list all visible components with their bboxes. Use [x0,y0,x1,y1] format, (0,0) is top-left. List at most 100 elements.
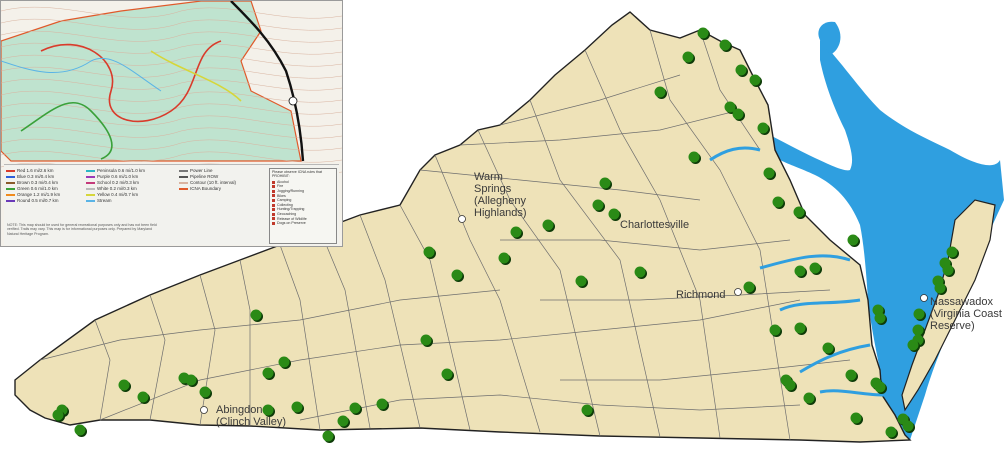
site-dot[interactable] [441,368,455,382]
site-dot[interactable] [743,281,757,295]
marker-warm-springs[interactable] [458,215,466,223]
site-dot[interactable] [874,312,888,326]
legend-swatch [86,176,95,178]
site-dot[interactable] [291,401,305,415]
legend-label: Peninsula 0.6 mi/1.0 km [97,168,146,173]
bay-inlet [818,21,841,55]
legend-label: Red 1.6 mi/2.6 km [17,168,54,173]
site-dot[interactable] [542,219,556,233]
site-dot[interactable] [912,324,926,338]
rivers [709,146,886,397]
site-dot[interactable] [794,265,808,279]
site-dot[interactable] [420,334,434,348]
site-dot[interactable] [946,246,960,260]
rules-item: Jogging/Running [272,189,334,194]
site-dot[interactable] [732,108,746,122]
county-lines [39,29,851,441]
site-dot[interactable] [118,379,132,393]
site-dot[interactable] [592,199,606,213]
site-dot[interactable] [423,246,437,260]
legend-item: Brown 0.3 mi/0.4 km [6,180,60,186]
site-dot[interactable] [278,356,292,370]
site-dot[interactable] [793,206,807,220]
site-dot[interactable] [608,208,622,222]
site-dot[interactable] [250,309,264,323]
site-dot[interactable] [52,409,66,423]
site-dot[interactable] [763,167,777,181]
site-dot[interactable] [847,234,861,248]
legend-swatch [6,170,15,172]
site-dot[interactable] [688,151,702,165]
site-dot[interactable] [634,266,648,280]
preserve-area [1,1,302,162]
rules-item: Camping [272,198,334,203]
site-dot[interactable] [913,308,927,322]
legend-label: Contour (10 ft. interval) [190,180,237,185]
legend-swatch [179,188,188,190]
site-dot[interactable] [735,64,749,78]
site-dot[interactable] [803,392,817,406]
legend-swatch [86,194,95,196]
legend-swatch [86,182,95,184]
site-dot[interactable] [794,322,808,336]
site-dot[interactable] [874,381,888,395]
site-dot[interactable] [769,324,783,338]
site-dot[interactable] [74,424,88,438]
marker-abingdon[interactable] [200,406,208,414]
site-dot[interactable] [719,39,733,53]
label-nassawadox: Nassawadox (Virginia Coast Reserve) [930,296,1002,332]
legend-item: Peninsula 0.6 mi/1.0 km [86,168,145,174]
site-dot[interactable] [451,269,465,283]
rules-item: Hunting/Trapping [272,207,334,212]
legend-label: Yellow 0.4 mi/0.7 km [97,192,139,197]
label-charlottesville: Charlottesville [620,219,690,231]
site-dot[interactable] [349,402,363,416]
site-dot[interactable] [498,252,512,266]
site-dot[interactable] [581,404,595,418]
legend-label: Green 0.6 mi/1.0 km [17,186,58,191]
site-dot[interactable] [934,282,948,296]
site-dot[interactable] [784,379,798,393]
site-dot[interactable] [772,196,786,210]
site-dot[interactable] [697,27,711,41]
legend-item: Orange 1.2 mi/1.9 km [6,192,60,198]
label-warm-springs: Warm Springs (Allegheny Highlands) [474,171,527,219]
site-dot[interactable] [682,51,696,65]
site-dot[interactable] [575,275,589,289]
rules-item: Collecting [272,203,334,208]
legend-item: Purple 0.6 mi/1.0 km [86,174,145,180]
legend-swatch [179,176,188,178]
site-dot[interactable] [749,74,763,88]
site-dot[interactable] [907,339,921,353]
site-dot[interactable] [322,430,336,444]
legend-item: Pipeline ROW [179,174,236,180]
site-dot[interactable] [885,426,899,440]
site-dot[interactable] [185,374,199,388]
site-dot[interactable] [199,386,213,400]
legend-item: Round 0.5 mi/0.7 km [6,198,60,204]
site-dot[interactable] [599,177,613,191]
marker-nassawadox[interactable] [920,294,928,302]
legend-label: Power Line [190,168,213,173]
legend-label: School 0.2 mi/0.3 km [97,180,140,185]
site-dot[interactable] [262,404,276,418]
site-dot[interactable] [902,420,916,434]
site-dot[interactable] [822,342,836,356]
site-dot[interactable] [850,412,864,426]
legend-swatch [179,182,188,184]
site-dot[interactable] [809,262,823,276]
site-dot[interactable] [376,398,390,412]
site-dot[interactable] [942,264,956,278]
site-dot[interactable] [337,415,351,429]
site-dot[interactable] [654,86,668,100]
site-dot[interactable] [757,122,771,136]
marker-richmond[interactable] [734,288,742,296]
legend-item: Contour (10 ft. interval) [179,180,236,186]
site-dot[interactable] [262,367,276,381]
stream [1,57,162,92]
legend-swatch [6,200,15,202]
site-dot[interactable] [845,369,859,383]
site-dot[interactable] [137,391,151,405]
site-dot[interactable] [510,226,524,240]
